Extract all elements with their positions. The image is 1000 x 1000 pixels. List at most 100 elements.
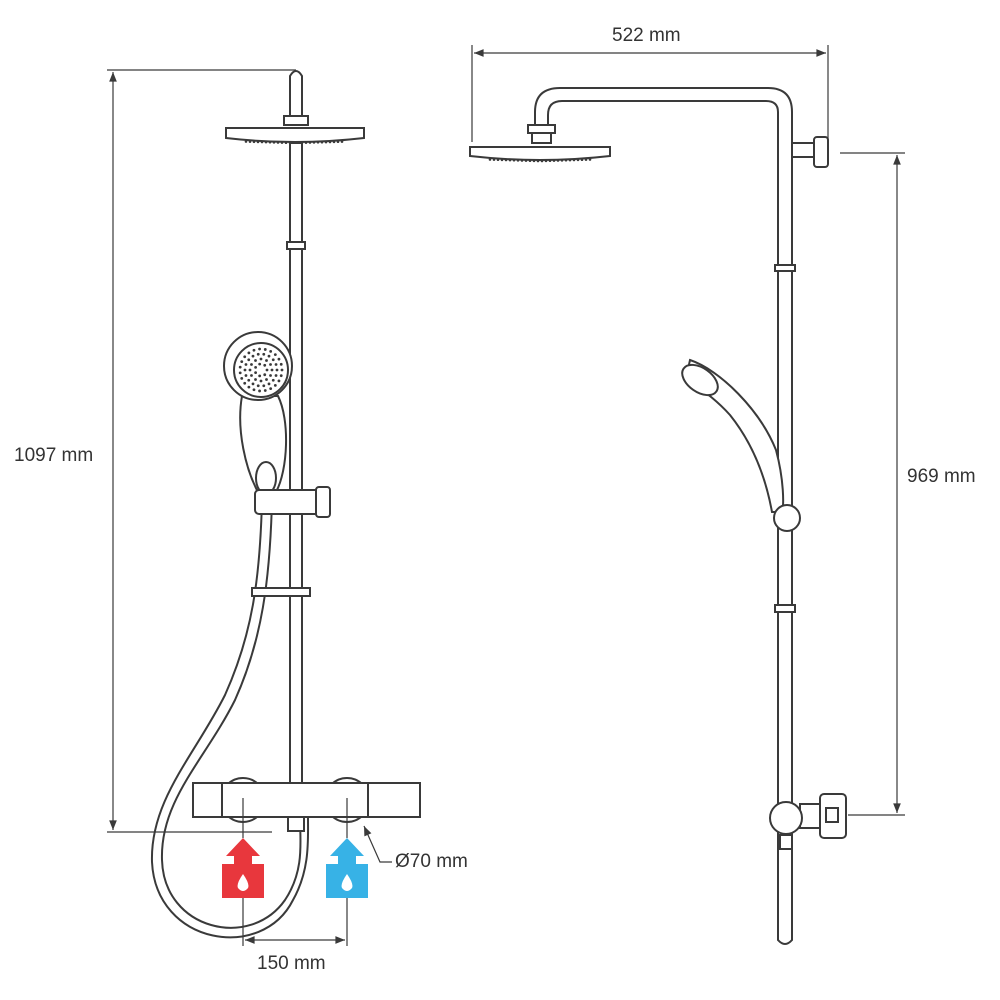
nozzle-dot: [238, 371, 242, 375]
nozzle-dot: [273, 353, 277, 357]
nozzle-dot: [247, 378, 251, 382]
nozzle-dot: [268, 140, 272, 144]
nozzle-dot: [552, 159, 556, 162]
nozzle-dot: [269, 363, 272, 366]
nozzle-dot: [258, 362, 262, 366]
height-dimension-969: [840, 152, 905, 816]
diameter-leader: [363, 825, 392, 863]
nozzle-dot: [265, 359, 268, 362]
nozzle-dot: [304, 141, 308, 144]
nozzle-dot: [269, 349, 273, 353]
nozzle-dot: [536, 159, 540, 163]
nozzle-dot: [269, 387, 273, 391]
nozzle-dot: [256, 352, 260, 356]
nozzle-dot: [584, 158, 588, 161]
wall-bracket-top: [791, 142, 815, 158]
thermostatic-mixer: [192, 777, 421, 832]
shower-arm: [534, 87, 793, 945]
nozzle-dot: [560, 159, 564, 162]
nozzle-dot: [258, 374, 262, 378]
nozzle-dot: [251, 382, 255, 386]
nozzle-dot: [272, 141, 276, 144]
nozzle-dot: [324, 140, 328, 144]
arm-label-522: 522 mm: [612, 25, 681, 46]
rail-joint: [286, 241, 306, 250]
nozzle-dot: [504, 158, 508, 162]
nozzle-dot: [271, 378, 275, 382]
cold-water-inlet-icon: [326, 838, 368, 898]
nozzle-dot: [267, 382, 271, 386]
nozzle-dot: [248, 368, 252, 372]
nozzle-dot: [260, 140, 264, 144]
nozzle-dot: [263, 348, 267, 351]
nozzle-dot: [548, 159, 552, 162]
nozzle-dot: [532, 159, 536, 163]
nozzle-dot: [280, 141, 284, 144]
top-pipe: [289, 70, 303, 119]
nozzle-dot: [263, 363, 267, 367]
nozzle-dot: [262, 352, 266, 356]
nozzle-dot: [238, 365, 242, 369]
height-label-1097: 1097 mm: [14, 445, 94, 466]
nozzle-dot: [248, 140, 252, 143]
nozzle-dot: [588, 158, 592, 161]
nozzle-dot: [243, 381, 247, 385]
nozzle-dot: [263, 373, 267, 377]
nozzle-dot: [340, 140, 344, 143]
nozzle-dot: [284, 141, 288, 145]
nozzle-dot: [265, 378, 268, 381]
nozzle-dot: [262, 384, 266, 388]
nozzle-dot: [240, 376, 244, 380]
nozzle-dot: [320, 140, 324, 144]
nozzle-dot: [508, 158, 512, 162]
diameter-label-70: Ø70 mm: [395, 851, 468, 872]
nozzle-dot: [568, 158, 572, 162]
nozzle-dot: [520, 159, 524, 162]
nozzle-dot: [250, 363, 253, 366]
nozzle-dot: [280, 368, 284, 372]
nozzle-dot: [316, 141, 320, 144]
nozzle-dot: [250, 374, 253, 377]
nozzle-dot: [240, 360, 244, 364]
nozzle-dot: [576, 158, 580, 162]
nozzle-dot: [328, 140, 332, 144]
nozzle-dot: [274, 374, 278, 377]
nozzle-dot: [256, 384, 260, 388]
nozzle-dot: [244, 363, 248, 366]
nozzle-dot: [259, 379, 263, 383]
nozzle-dot: [254, 371, 257, 375]
nozzle-dot: [556, 159, 560, 162]
nozzle-dot: [500, 158, 504, 162]
nozzle-dot: [544, 159, 548, 163]
mixer-side: [769, 793, 847, 850]
nozzle-dot: [252, 140, 256, 144]
nozzle-dot: [265, 368, 269, 372]
nozzle-dot: [244, 140, 248, 143]
arm-dimension-522: [471, 45, 829, 142]
nozzle-dot: [528, 159, 532, 162]
nozzle-dot: [251, 354, 255, 358]
nozzle-dot: [312, 141, 316, 144]
nozzle-dot: [279, 362, 283, 366]
nozzle-dot: [274, 363, 278, 366]
nozzle-dot: [267, 354, 271, 358]
nozzle-dot: [264, 140, 268, 144]
nozzle-dot: [277, 379, 281, 383]
nozzle-dot: [247, 358, 251, 362]
nozzle-dot: [254, 365, 257, 369]
nozzle-dot: [258, 389, 261, 393]
nozzle-dot: [332, 140, 336, 144]
nozzle-dot: [336, 140, 340, 144]
nozzle-dot: [275, 368, 279, 372]
nozzle-dot: [580, 158, 584, 162]
front-view: [107, 69, 421, 946]
nozzle-dot: [270, 368, 274, 372]
rail-clamp: [251, 587, 311, 597]
nozzle-dot: [512, 158, 516, 162]
height-label-969: 969 mm: [907, 466, 976, 487]
nozzle-dot: [524, 159, 528, 162]
inlet-spacing-dimension-150: [242, 798, 348, 946]
nozzle-dot: [252, 388, 256, 392]
shower-hose: [160, 499, 302, 929]
